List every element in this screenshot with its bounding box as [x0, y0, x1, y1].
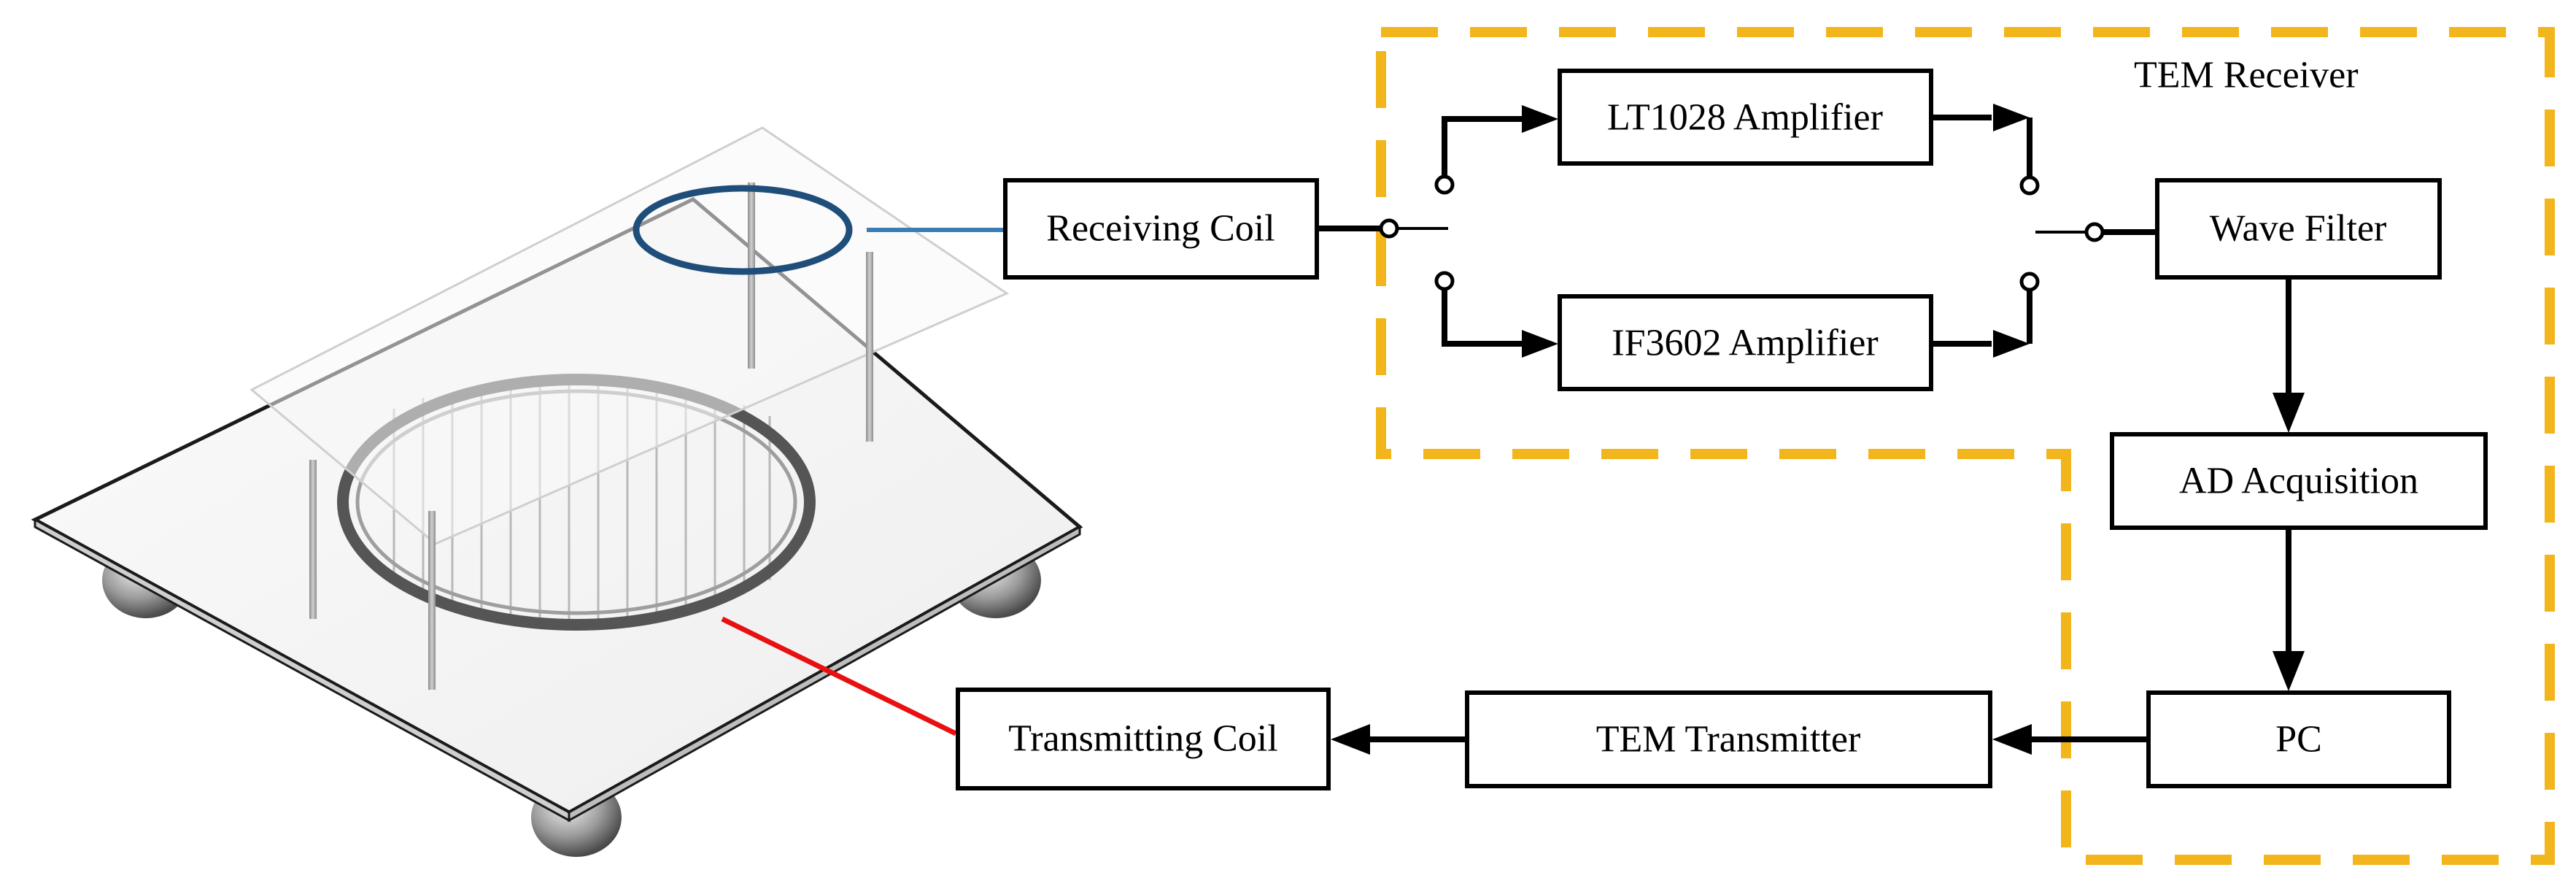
receiver-region-border: [1376, 27, 2555, 865]
block-tem-transmitter[interactable]: TEM Transmitter: [1465, 690, 1992, 788]
lt1028-amplifier-label: LT1028 Amplifier: [1607, 97, 1883, 139]
input-switch: [1317, 105, 1558, 358]
pc-label: PC: [2275, 719, 2322, 761]
block-pc[interactable]: PC: [2146, 690, 2451, 788]
support-post-3: [748, 182, 755, 369]
arrow-ad-to-pc: [2273, 528, 2305, 691]
device-illustration: [31, 126, 1083, 857]
arrow-to-lt1028: [1522, 105, 1558, 133]
block-if3602-amplifier[interactable]: IF3602 Amplifier: [1558, 294, 1933, 391]
block-lt1028-amplifier[interactable]: LT1028 Amplifier: [1558, 69, 1933, 166]
arrow-to-if3602: [1522, 330, 1558, 358]
support-post-2: [428, 511, 436, 690]
arrow-if3602-out: [1993, 330, 2030, 358]
arrow-lt1028-out: [1993, 104, 2030, 131]
block-transmitting-coil[interactable]: Transmitting Coil: [956, 688, 1331, 790]
receiving-coil-label: Receiving Coil: [1046, 208, 1275, 250]
if3602-amplifier-label: IF3602 Amplifier: [1612, 323, 1878, 364]
arrow-transmitter-to-coil: [1331, 724, 1467, 755]
transmitting-coil-leader: [721, 616, 957, 736]
support-post-1: [309, 460, 317, 619]
block-ad-acquisition[interactable]: AD Acquisition: [2110, 432, 2488, 530]
ad-acquisition-label: AD Acquisition: [2179, 461, 2418, 502]
wave-filter-label: Wave Filter: [2210, 208, 2387, 250]
tem-transmitter-label: TEM Transmitter: [1596, 719, 1861, 761]
upper-plate: [250, 126, 1010, 545]
block-wave-filter[interactable]: Wave Filter: [2155, 178, 2442, 280]
base-plate-edge-right: [568, 525, 1081, 823]
output-switch: [1931, 104, 2157, 358]
arrow-pc-to-transmitter: [1992, 724, 2148, 755]
arrow-filter-to-ad: [2273, 277, 2305, 433]
receiver-region-title: TEM Receiver: [2134, 55, 2359, 96]
transmitting-coil-label: Transmitting Coil: [1008, 718, 1277, 760]
block-receiving-coil[interactable]: Receiving Coil: [1003, 178, 1319, 280]
support-post-4: [866, 252, 873, 442]
receiving-loop: [633, 185, 853, 275]
